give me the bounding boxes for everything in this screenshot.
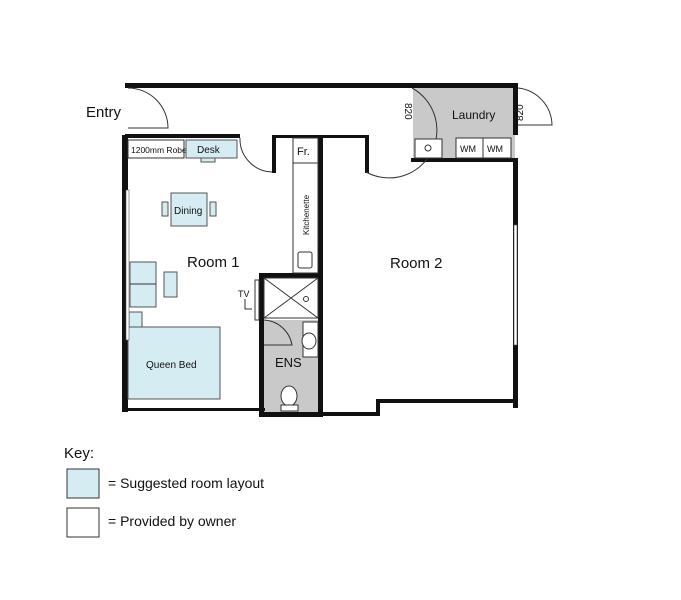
room2-label: Room 2 xyxy=(390,255,443,272)
robe-label: 1200mm Robe xyxy=(131,145,187,155)
legend: Key: = Suggested room layout = Provided … xyxy=(64,445,264,538)
tv-arrow-icon xyxy=(244,299,252,310)
wm1-label: WM xyxy=(460,144,476,154)
window-room1 xyxy=(125,189,130,341)
fridge-label: Fr. xyxy=(297,146,310,158)
key-label-suggested: = Suggested room layout xyxy=(108,475,264,491)
laundry-door-swing[interactable] xyxy=(517,87,553,126)
dining-label: Dining xyxy=(174,206,202,217)
key-swatch-suggested xyxy=(66,468,100,499)
queen-bed xyxy=(127,326,221,400)
desk-chair xyxy=(200,157,216,163)
coffee-table xyxy=(163,271,178,298)
door-width-right: 820 xyxy=(515,104,526,121)
key-title: Key: xyxy=(64,445,94,462)
robe xyxy=(127,139,185,159)
entry-label: Entry xyxy=(86,104,122,121)
laundry-tub xyxy=(414,138,443,159)
wm2-label: WM xyxy=(487,144,503,154)
dining-chair-left xyxy=(161,201,169,217)
desk-label: Desk xyxy=(197,145,221,156)
dining-table xyxy=(170,192,208,227)
tub-drain-icon xyxy=(424,144,432,152)
tv-unit xyxy=(254,279,260,321)
ensuite-label: ENS xyxy=(275,355,302,370)
room1-door-swing[interactable] xyxy=(239,137,273,173)
fridge xyxy=(292,137,319,164)
toilet-icon xyxy=(280,385,298,407)
basin-icon xyxy=(301,332,317,350)
kitchen-sink-icon xyxy=(297,251,313,269)
ensuite-door-swing[interactable] xyxy=(263,319,293,346)
tv-label: TV xyxy=(238,289,250,299)
key-label-owner: = Provided by owner xyxy=(108,513,236,529)
kitchenette-label: Kitchenette xyxy=(302,194,311,235)
dining-chair-right xyxy=(209,201,217,217)
door-width-left: 820 xyxy=(402,103,413,120)
queen-bed-label: Queen Bed xyxy=(146,360,197,371)
key-swatch-owner xyxy=(66,507,100,538)
laundry-label: Laundry xyxy=(452,108,495,122)
shower-drain-icon xyxy=(303,296,309,302)
window-room2 xyxy=(513,224,518,346)
room1-label: Room 1 xyxy=(187,254,240,271)
washing-machine-2 xyxy=(482,137,512,159)
nightstand xyxy=(128,311,143,328)
entry-door-swing[interactable] xyxy=(127,87,169,129)
